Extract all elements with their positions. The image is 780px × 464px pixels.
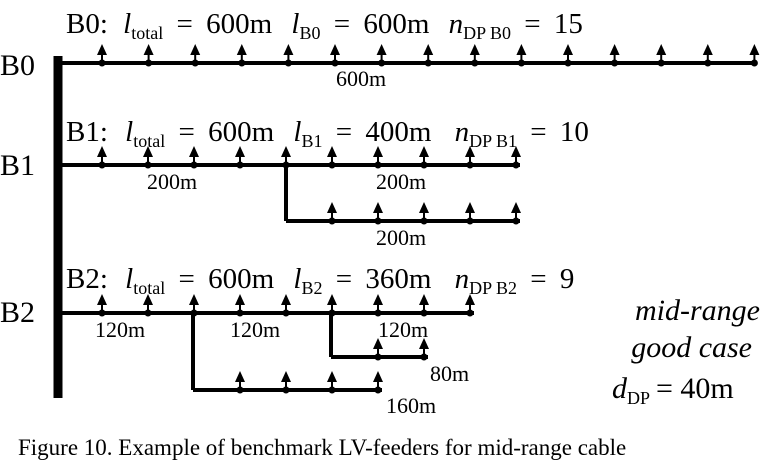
feeder-id-b2: B2 [0, 296, 35, 329]
dp-marker [327, 371, 337, 394]
dp-marker [327, 146, 337, 169]
dp-marker [373, 294, 383, 317]
dp-marker [702, 44, 713, 67]
dp-count: 9 [560, 263, 575, 295]
note-line-2: good case [631, 331, 752, 364]
dp-marker [97, 294, 107, 317]
feeder-id-b1: B1 [0, 149, 35, 182]
dp-marker [469, 44, 480, 67]
total-length: 600m [208, 116, 275, 148]
dp-marker [235, 294, 245, 317]
dp-marker [281, 146, 291, 169]
dp-marker [143, 146, 153, 169]
b0-dp-group [97, 44, 760, 67]
dp-marker [189, 146, 199, 169]
dp-marker [373, 371, 383, 394]
dp-marker [419, 338, 429, 361]
dp-marker [373, 338, 383, 361]
dp-marker [373, 146, 383, 169]
feeder-header-b0: B0: ltotal = 600m lB0 = 600m nDP B0 = 15 [66, 8, 583, 46]
dp-marker [97, 146, 107, 169]
dp-marker [330, 44, 340, 67]
length-label-b1-branch: 200m [376, 225, 426, 250]
svg-text:B0: ltotal =: B0: ltotal = 600m lB0 = 600m nDP B0 = 15 [66, 8, 583, 46]
branch-length: 600m [363, 8, 430, 40]
dp-marker [281, 371, 291, 394]
feeder-id-b0: B0 [0, 49, 35, 82]
dp-marker [97, 44, 107, 67]
dp-marker [419, 202, 429, 225]
dp-marker [190, 44, 201, 67]
svg-text:B1: ltotal =: B1: ltotal = 600m lB1 = 400m nDP B1 = 10 [66, 116, 589, 154]
b1-dp-group [97, 146, 521, 225]
dp-marker [516, 44, 527, 67]
length-label-b2-third: 120m [378, 317, 428, 342]
dp-marker [423, 44, 434, 67]
b2-dp-group [97, 294, 475, 394]
dp-marker [609, 44, 620, 67]
dp-marker [563, 44, 573, 67]
dp-marker [281, 294, 291, 317]
dp-marker [373, 202, 383, 225]
dp-marker [419, 146, 429, 169]
length-label-b2-long-branch: 160m [386, 393, 436, 418]
length-label-b2-first: 120m [95, 317, 145, 342]
feeder-header-b1: B1: ltotal = 600m lB1 = 400m nDP B1 = 10 [66, 116, 589, 154]
length-label-b1-first: 200m [147, 169, 197, 194]
note-line-1: mid-range [635, 294, 760, 327]
dp-marker [327, 202, 337, 225]
dp-marker [376, 44, 387, 67]
branch-length: 400m [365, 116, 432, 148]
total-length: 600m [208, 263, 275, 295]
dp-marker [511, 202, 521, 225]
header-name: B1: [66, 116, 108, 148]
feeder-header-b2: B2: ltotal = 600m lB2 = 360m nDP B2 = 9 [66, 263, 574, 301]
length-label-b1-main: 200m [376, 169, 426, 194]
dp-marker [143, 44, 154, 67]
dp-marker [143, 294, 153, 317]
dp-marker [656, 44, 667, 67]
dp-marker [235, 146, 245, 169]
svg-text:B2: ltotal =: B2: ltotal = 600m lB2 = 360m nDP B2 = 9 [66, 263, 574, 301]
dp-marker [283, 44, 294, 67]
dp-marker [465, 202, 475, 225]
header-name: B2: [66, 263, 108, 295]
dp-marker [465, 146, 475, 169]
dp-marker [419, 294, 429, 317]
dp-marker [327, 294, 337, 317]
dp-marker [189, 294, 199, 317]
total-length: 600m [206, 8, 273, 40]
figure-caption: Figure 10. Example of benchmark LV-feede… [18, 435, 626, 460]
dp-distance: dDP= 40m [612, 372, 734, 408]
dp-marker [236, 44, 247, 67]
dp-count: 10 [560, 116, 589, 148]
dp-marker [511, 146, 521, 169]
dp-count: 15 [554, 8, 583, 40]
dp-marker [749, 44, 760, 67]
header-name: B0: [66, 8, 108, 40]
length-label-b2-short-branch: 80m [430, 361, 469, 386]
length-label-b0-main: 600m [336, 66, 386, 91]
length-label-b2-second: 120m [230, 317, 280, 342]
dp-marker [235, 371, 245, 394]
branch-length: 360m [365, 263, 432, 295]
dp-marker [465, 294, 475, 317]
